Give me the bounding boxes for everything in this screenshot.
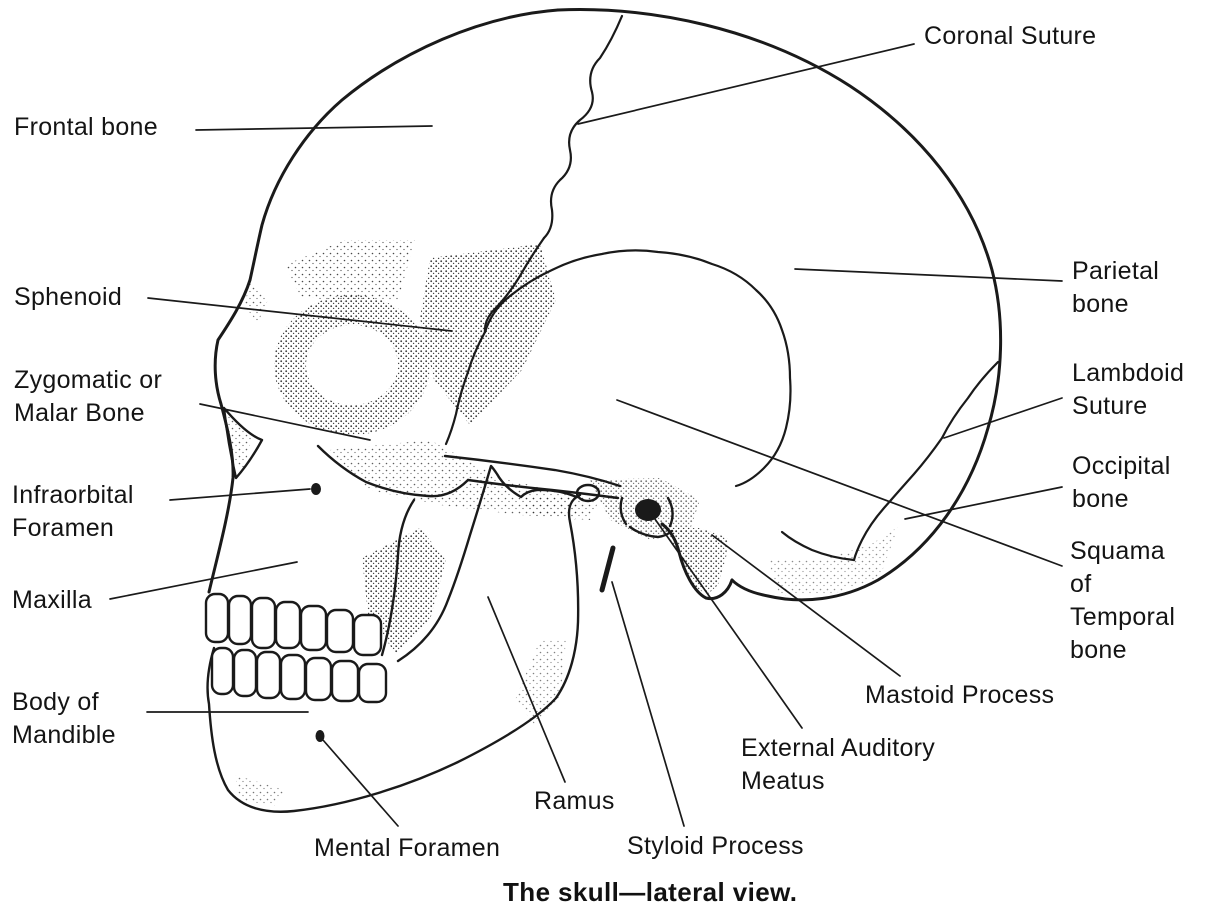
mental-foramen-dot <box>315 730 325 742</box>
leader-infraorbital-foramen <box>169 488 311 501</box>
maxilla-posterior-border <box>380 498 416 657</box>
zygomatic-bone-border <box>316 444 470 498</box>
nasal-aperture <box>222 406 264 480</box>
face-profile-outline <box>207 8 560 594</box>
cranium-outline <box>556 8 1003 602</box>
label-mastoid-process: Mastoid Process <box>865 681 1055 709</box>
leader-squama-temporal <box>616 399 1063 567</box>
label-external-auditory-meatus: External Auditory Meatus <box>741 734 936 795</box>
facial-structures <box>206 406 674 813</box>
leader-coronal-suture <box>577 43 915 125</box>
coronal-suture-line <box>542 14 624 240</box>
tympanic-arc <box>628 525 674 539</box>
leader-styloid-process <box>611 581 685 827</box>
leader-maxilla <box>109 561 298 600</box>
stipple-shading <box>228 240 898 806</box>
sphenotemporal-boundary-line <box>444 330 487 446</box>
label-body-of-mandible: Body of Mandible <box>12 688 116 749</box>
styloid-process-spike <box>599 545 616 593</box>
mandible-coronoid-outline <box>396 464 579 663</box>
mastoid-process-outline <box>660 522 734 601</box>
label-styloid-process: Styloid Process <box>627 832 804 860</box>
label-ramus: Ramus <box>534 787 615 815</box>
leader-occipital-bone <box>904 486 1063 520</box>
lower-tooth <box>304 656 333 702</box>
label-lambdoid-suture: Lambdoid Suture <box>1072 359 1185 420</box>
label-zygomatic-malar-bone: Zygomatic or Malar Bone <box>14 366 163 427</box>
label-sphenoid: Sphenoid <box>14 283 123 311</box>
ear-surround-arc-back <box>666 496 674 528</box>
label-coronal-suture: Coronal Suture <box>924 22 1097 50</box>
lower-tooth <box>255 650 282 700</box>
leader-parietal-bone <box>794 268 1063 282</box>
upper-tooth <box>325 608 355 654</box>
upper-tooth <box>352 613 383 657</box>
upper-tooth <box>274 600 302 650</box>
leader-frontal-bone <box>195 125 433 131</box>
external-auditory-meatus-opening <box>635 499 661 521</box>
sphenofrontal-suture-line <box>483 236 546 334</box>
squamosal-suture-line <box>483 249 792 488</box>
leader-sphenoid <box>147 297 453 332</box>
label-infraorbital-foramen: Infraorbital Foramen <box>12 481 134 542</box>
leader-zygomatic <box>199 403 371 441</box>
upper-tooth <box>227 594 253 646</box>
small-features <box>311 483 661 742</box>
upper-tooth <box>250 596 277 650</box>
label-mental-foramen: Mental Foramen <box>314 834 501 862</box>
label-parietal-bone: Parietal bone <box>1072 257 1160 318</box>
mandible-condyle <box>575 483 601 503</box>
leader-mastoid-process <box>711 534 901 677</box>
lower-tooth <box>232 648 258 698</box>
label-occipital-bone: Occipital bone <box>1072 452 1171 513</box>
leader-mental-foramen <box>322 739 399 827</box>
infraorbital-foramen-dot <box>311 483 321 495</box>
leader-external-auditory-meatus <box>649 511 803 729</box>
lower-tooth <box>210 646 235 696</box>
skull-outline <box>207 8 1003 602</box>
lambdoid-suture-line <box>852 360 1000 562</box>
label-frontal-bone: Frontal bone <box>14 113 158 141</box>
leader-lambdoid-suture <box>943 397 1063 439</box>
mandible-outline <box>206 493 582 813</box>
leader-ramus <box>487 596 566 783</box>
upper-tooth <box>299 604 328 652</box>
parietomastoid-suture-line <box>780 530 856 562</box>
lower-tooth <box>330 659 360 703</box>
figure-caption: The skull—lateral view. <box>503 877 798 907</box>
ear-surround-arc-front <box>619 496 628 526</box>
teeth <box>204 592 388 704</box>
label-squama-of-temporal-bone: Squama of Temporal bone <box>1070 537 1176 664</box>
lower-tooth <box>279 653 307 701</box>
zygomatic-arch-upper <box>443 454 622 488</box>
suture-lines <box>444 14 1000 562</box>
lower-tooth <box>357 662 388 704</box>
label-maxilla: Maxilla <box>12 586 92 614</box>
upper-tooth <box>204 592 230 644</box>
leader-lines <box>109 43 1063 827</box>
